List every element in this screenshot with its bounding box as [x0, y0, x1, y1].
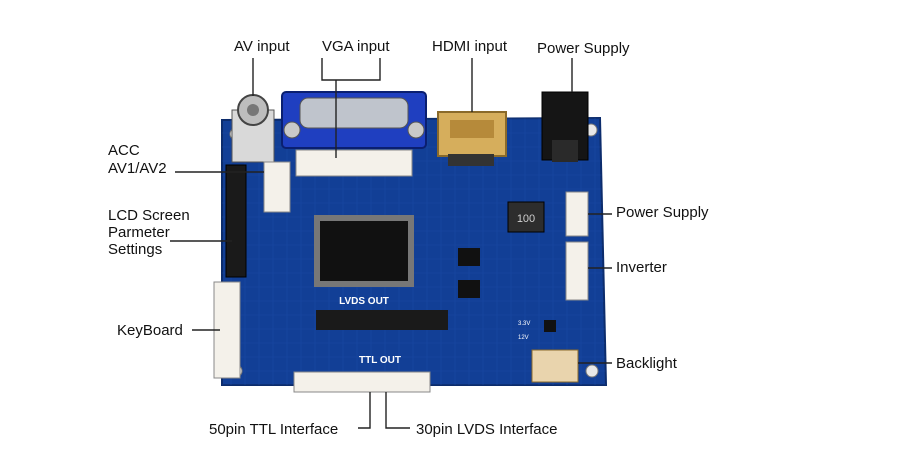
- backlight-connector: [531, 349, 579, 383]
- parmeter-label: Parmeter: [108, 224, 170, 241]
- acc-av-connector: [263, 161, 291, 213]
- vga-input-connector: [281, 91, 427, 149]
- small-ic-3: [544, 320, 556, 332]
- top-header-connector: [295, 149, 413, 177]
- leader-lines: [170, 58, 612, 429]
- inductor: 100: [507, 201, 545, 233]
- av1-av2-label: AV1/AV2: [108, 160, 167, 177]
- keyboard-label: KeyBoard: [117, 322, 183, 339]
- ttl-fpc-connector: [293, 371, 431, 393]
- inductor-mark: 100: [517, 213, 535, 225]
- lcd-param-header: [225, 164, 247, 278]
- acc-label: ACC: [108, 142, 140, 159]
- hdmi-input-connector: [437, 111, 507, 166]
- power-supply-connector: [565, 191, 589, 237]
- ttl-interface-label: 50pin TTL Interface: [209, 421, 339, 438]
- small-ic-1: [458, 248, 480, 266]
- inverter-connector: [565, 241, 589, 301]
- voltage-12v: 12V: [518, 335, 529, 341]
- inverter-label: Inverter: [616, 259, 667, 276]
- ttl-out-silkscreen: TTL OUT: [359, 355, 401, 366]
- vga-input-label: VGA input: [322, 38, 390, 55]
- power-supply-right-label: Power Supply: [616, 204, 709, 221]
- main-chip: [314, 215, 414, 287]
- lvds-pin-header: [316, 310, 448, 330]
- small-ic-2: [458, 280, 480, 298]
- lvds-interface-label: 30pin LVDS Interface: [416, 421, 558, 438]
- backlight-label: Backlight: [616, 355, 677, 372]
- av-input-connector: [231, 94, 275, 163]
- hdmi-input-label: HDMI input: [432, 38, 508, 55]
- settings-label: Settings: [108, 241, 163, 258]
- av-input-label: AV input: [234, 38, 290, 55]
- lvds-out-silkscreen: LVDS OUT: [339, 296, 389, 307]
- power-jack: [541, 91, 589, 162]
- lcd-screen-label: LCD Screen: [108, 207, 190, 224]
- power-supply-top-label: Power Supply: [537, 40, 630, 57]
- voltage-3v3: 3.3V: [518, 321, 530, 327]
